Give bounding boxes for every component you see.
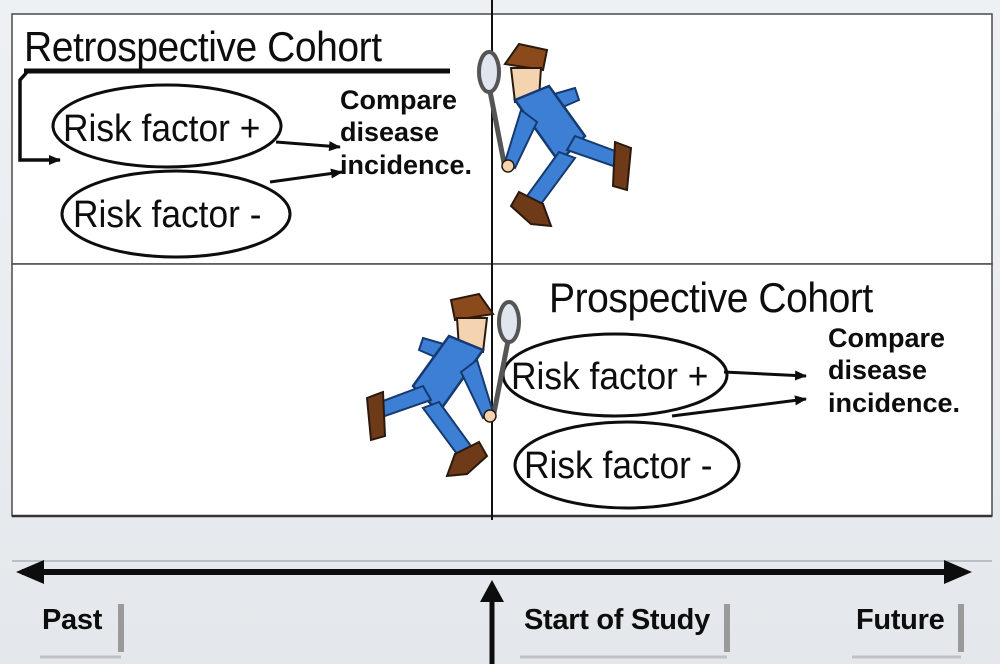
pro-compare-line: incidence. (828, 387, 961, 418)
retro-compare-line: disease (340, 117, 440, 148)
retro-risk-positive-label: Risk factor + (63, 108, 261, 150)
prospective-cohort-title: Prospective Cohort (549, 274, 873, 321)
retro-compare-line: Compare (340, 85, 458, 115)
pro-risk-positive-label: Risk factor + (511, 356, 709, 398)
timeline-future-arrowhead (944, 560, 972, 584)
pro-compare-line: Compare (828, 323, 946, 353)
retro-risk-negative-label: Risk factor - (73, 194, 262, 236)
retro-risk-negative-ellipse (60, 169, 292, 259)
retro-exposed-arrow (275, 140, 341, 152)
retro-compare-text: Compare disease incidence. (340, 84, 472, 181)
timeline-past-arrowhead (16, 560, 44, 584)
timeline-past-label: Past (42, 604, 103, 636)
timeline-future-label: Future (856, 604, 945, 636)
timeline-start-of-study-label: Start of Study (524, 604, 710, 636)
pro-risk-negative-ellipse (513, 420, 741, 510)
pro-unexposed-arrow (671, 395, 807, 418)
retro-compare-line: incidence. (340, 149, 473, 180)
retrospective-cohort-title: Retrospective Cohort (24, 23, 382, 70)
start-of-study-arrowhead (480, 580, 504, 602)
pro-compare-line: disease (828, 355, 928, 386)
pro-risk-negative-label: Risk factor - (524, 445, 713, 487)
pro-compare-text: Compare disease incidence. (828, 322, 960, 419)
retro-risk-positive-ellipse (51, 83, 283, 169)
retrospective-bracket-arrow (18, 69, 61, 165)
retro-unexposed-arrow (269, 168, 343, 184)
pro-exposed-arrow (723, 370, 807, 381)
